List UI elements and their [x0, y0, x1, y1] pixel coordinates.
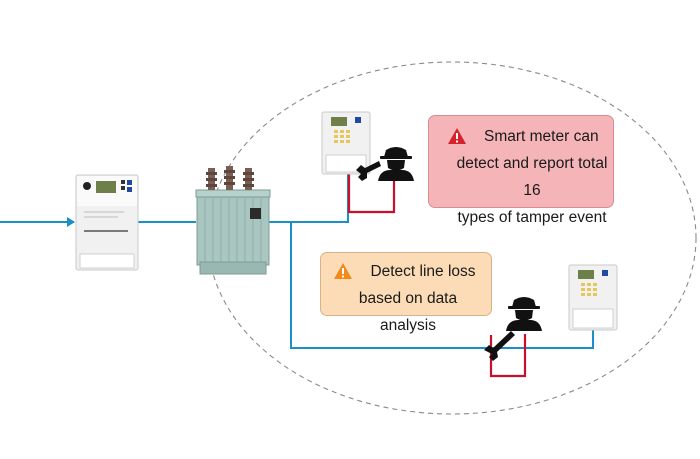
tamperer-2 [484, 297, 542, 361]
tamper-callout-line-1: Smart meter can [484, 128, 599, 145]
line-loss-callout-line-1: Detect line loss [370, 263, 476, 280]
hacker-icon [506, 297, 542, 331]
meter-display [578, 270, 594, 279]
flow-arrow [67, 217, 75, 227]
monitored-region [207, 61, 697, 415]
meter-display [331, 117, 347, 126]
warning-triangle-icon [448, 128, 466, 144]
tamper-callout-line-2: detect and report total 16 [456, 155, 608, 199]
branch-line-2 [268, 221, 594, 349]
warning-triangle-icon [334, 263, 352, 279]
wrench-icon [484, 331, 515, 361]
line-loss-callout: Detect line loss based on data analysis [320, 252, 492, 334]
customer-meter-2 [568, 264, 618, 331]
meter-button [83, 182, 91, 190]
meter-display [96, 181, 116, 193]
tamper-callout-line-3: types of tamper event [457, 209, 607, 226]
main-meter [75, 174, 139, 271]
customer-meter-1 [321, 111, 371, 175]
hacker-icon [378, 147, 414, 181]
tamper-callout: Smart meter can detect and report total … [428, 115, 614, 226]
transformer [195, 166, 271, 275]
bypass-wire-1 [347, 174, 396, 214]
wrench-icon [356, 161, 381, 181]
line-loss-callout-line-2: based on data analysis [358, 290, 458, 334]
tamperer-1 [356, 147, 414, 181]
branch-line-1 [268, 172, 349, 223]
